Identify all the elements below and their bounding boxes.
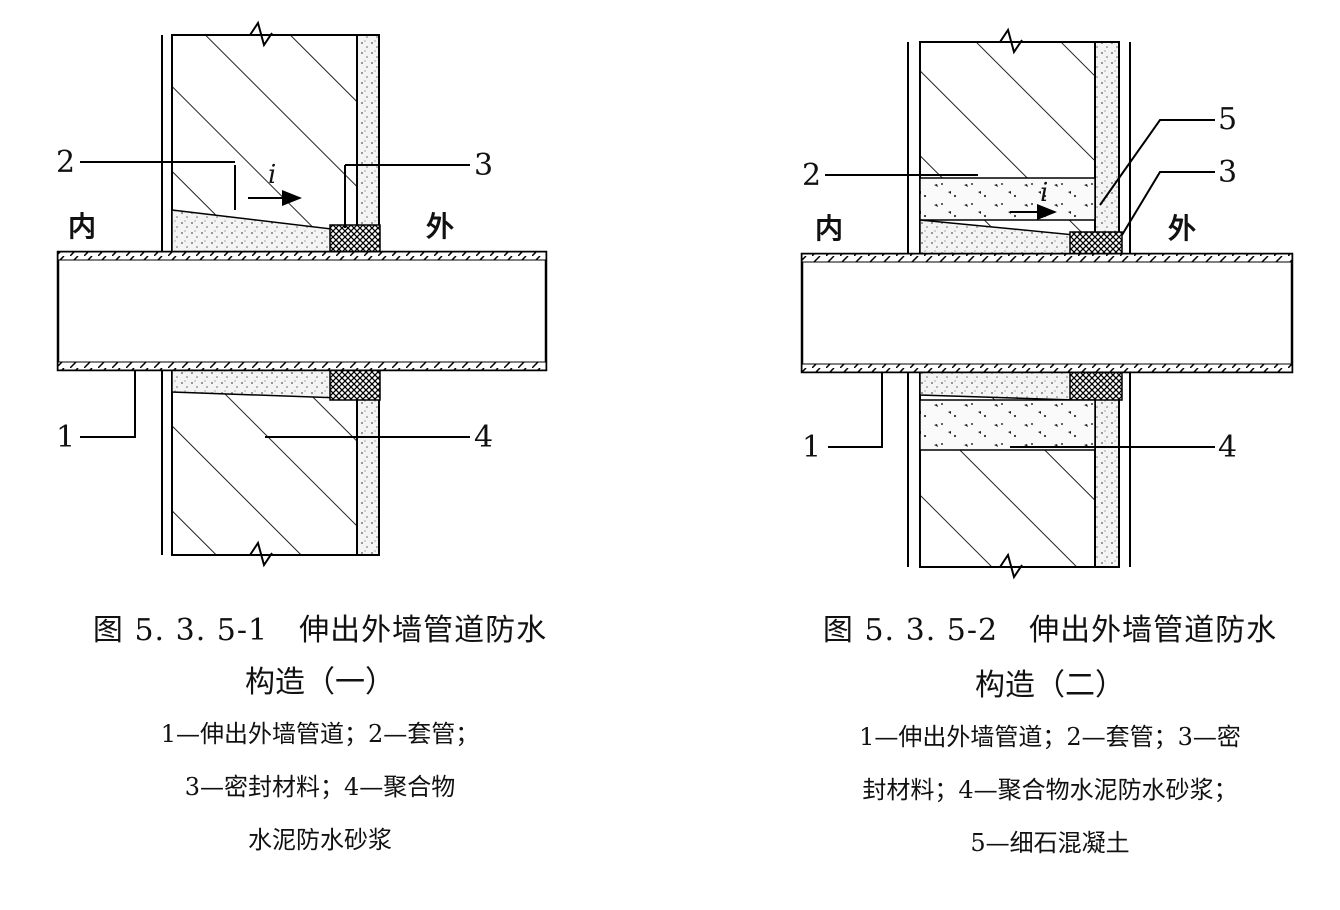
fig2-mortar-lower: [919, 371, 1076, 401]
fig2-outer-layer-upper: [1094, 41, 1120, 255]
fig1-legend-line-2: 3—密封材料；4—聚合物: [184, 773, 456, 801]
fig1-caption-subtitle: 构造（一）: [245, 665, 395, 700]
fig1-seal-lower: [329, 369, 381, 401]
fig2-callout-5: 5: [1218, 102, 1238, 137]
fig1-slope-label: i: [268, 160, 277, 190]
fig2-outer-label: 外: [1168, 212, 1197, 245]
fig2-inner-label: 内: [815, 212, 844, 245]
fig1-inner-label: 内: [68, 210, 97, 243]
fig2-seal-lower: [1069, 371, 1123, 401]
fig2-caption-subtitle: 构造（二）: [975, 668, 1125, 703]
fig1-callout-4: 4: [474, 420, 494, 455]
fig2-legend-line-1: 1—伸出外墙管道；2—套管；3—密: [859, 723, 1241, 751]
fig2-callout-1: 1: [802, 430, 822, 465]
fig2-seal-upper: [1069, 231, 1123, 255]
fig1-outer-layer-upper: [356, 34, 380, 256]
fig2-fine-concrete-upper: [919, 177, 1096, 221]
fig2-legend-line-3: 5—细石混凝土: [970, 829, 1130, 857]
fig1-legend-line-3: 水泥防水砂浆: [248, 826, 392, 854]
fig2-pipe: [800, 252, 1294, 374]
fig2-callout-4: 4: [1218, 430, 1238, 465]
fig1-caption-title: 图 5. 3. 5-1 伸出外墙管道防水: [92, 613, 548, 648]
fig2-callout-3: 3: [1218, 155, 1238, 190]
fig2-outer-layer-lower: [1094, 371, 1120, 568]
fig1-callout-3: 3: [474, 148, 494, 183]
fig1-callout-1: 1: [56, 420, 76, 455]
fig2-slope-label: i: [1040, 178, 1049, 208]
fig1-pipe: [56, 250, 548, 372]
fig1-seal-upper: [329, 224, 381, 256]
fig2-callout-2: 2: [802, 158, 822, 193]
figure-1-drawing: [56, 20, 548, 568]
fig2-fine-concrete-lower: [919, 399, 1096, 451]
figure-2-drawing: [800, 27, 1294, 580]
fig2-caption-title: 图 5. 3. 5-2 伸出外墙管道防水: [822, 613, 1278, 648]
fig2-legend-line-2: 封材料；4—聚合物水泥防水砂浆；: [862, 776, 1238, 804]
fig1-outer-label: 外: [426, 210, 455, 243]
fig1-lower-wall: [171, 369, 358, 556]
fig1-callout-2: 2: [56, 145, 76, 180]
fig1-legend-line-1: 1—伸出外墙管道；2—套管；: [160, 720, 480, 748]
